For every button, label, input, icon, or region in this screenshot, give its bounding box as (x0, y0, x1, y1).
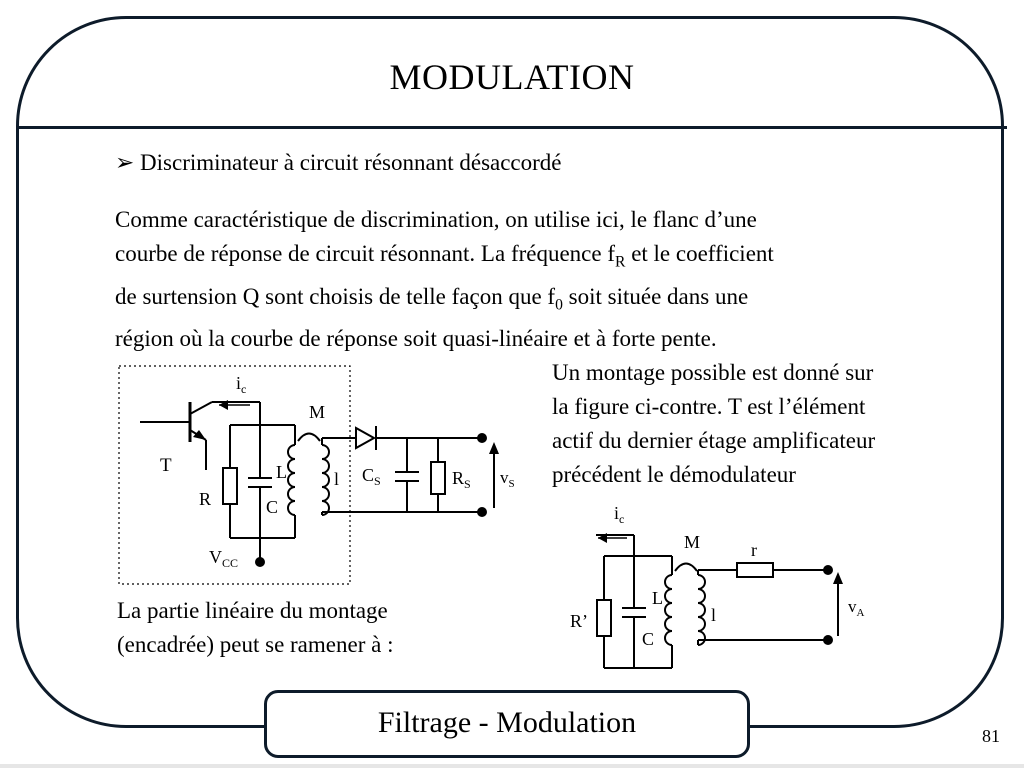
side-paragraph: Un montage possible est donné sur la fig… (552, 356, 972, 492)
title-divider (16, 126, 1007, 129)
paragraph-line-1: Comme caractéristique de discrimination,… (115, 207, 757, 232)
side-line-1: Un montage possible est donné sur (552, 360, 874, 385)
paragraph-line-3: de surtension Q sont choisis de telle fa… (115, 280, 955, 323)
capacitor-Cs-label: CS (362, 465, 381, 488)
inductor-L2-label: L (652, 588, 663, 608)
mutual2-label: M (684, 532, 700, 552)
vcc-label: VCC (209, 547, 238, 570)
paragraph-line-3-a: de surtension Q sont choisis de telle fa… (115, 283, 556, 309)
fr-subscript: R (615, 253, 626, 271)
linear-part-paragraph: La partie linéaire du montage (encadrée)… (117, 594, 497, 662)
bullet-item: ➢ Discriminateur à circuit résonnant dés… (115, 150, 562, 176)
paragraph-line-4: région où la courbe de réponse soit quas… (115, 326, 717, 352)
capacitor-C2-label: C (642, 629, 654, 649)
side-line-2: la figure ci-contre. T est l’élément (552, 394, 866, 419)
page-number: 81 (982, 726, 1000, 746)
intro-paragraph: Comme caractéristique de discrimination,… (115, 203, 955, 356)
paragraph-line-2-b: et le coefficient (625, 241, 774, 266)
f0-subscript: 0 (555, 296, 563, 314)
resistor-r-label: r (751, 540, 757, 560)
inductor-l2-label: l (711, 605, 716, 625)
mutual-label: M (309, 402, 325, 422)
side-line-4: précédent le démodulateur (552, 462, 796, 487)
bullet-text: Discriminateur à circuit résonnant désac… (140, 150, 562, 175)
resistor-Rprime-label: R’ (570, 611, 588, 631)
inductor-L-label: L (276, 462, 287, 482)
paragraph-line-2: courbe de réponse de circuit résonnant. … (115, 237, 955, 280)
linear-line-2: (encadrée) peut se ramener à : (117, 632, 394, 657)
resistor-Rs-label: RS (452, 468, 471, 491)
resistor-R-label: R (199, 489, 211, 509)
capacitor-C-label: C (266, 497, 278, 517)
ic2-label: ic (614, 503, 624, 526)
transistor-label: T (160, 455, 172, 476)
footer-title: Filtrage - Modulation (264, 690, 750, 758)
ic-label: ic (236, 373, 246, 396)
side-line-3: actif du dernier étage amplificateur (552, 428, 876, 453)
linear-line-1: La partie linéaire du montage (117, 598, 388, 623)
slide-title: MODULATION (389, 57, 635, 97)
inductor-l-label: l (334, 469, 339, 489)
bottom-strip (0, 764, 1024, 768)
vs-label: vS (500, 468, 515, 490)
arrow-bullet-icon: ➢ (115, 150, 135, 175)
paragraph-line-3-b: soit située dans une (562, 283, 749, 309)
paragraph-line-2-a: courbe de réponse de circuit résonnant. … (115, 241, 616, 266)
linear-part-enclosure (118, 365, 351, 585)
va-label: vA (848, 597, 865, 619)
